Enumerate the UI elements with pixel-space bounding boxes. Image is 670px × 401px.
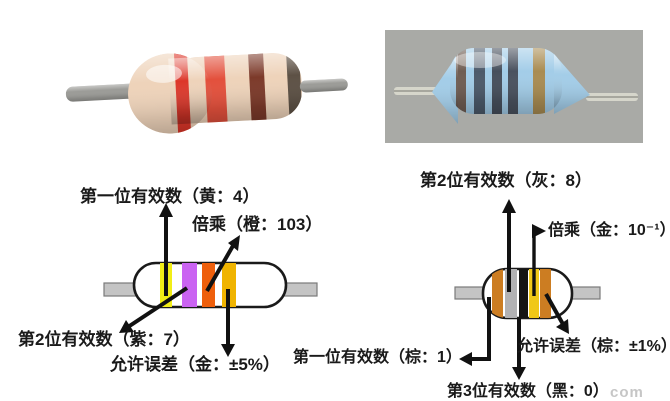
diagram-left-arrows	[119, 203, 240, 357]
resistor-diagram-right	[454, 199, 601, 380]
band-black	[519, 269, 528, 318]
resistor-photo-left	[65, 51, 348, 136]
diagram-left-lead-left	[103, 282, 138, 297]
band-brown-1	[492, 269, 503, 318]
resistor-body-left-photo	[128, 51, 304, 136]
resistor-body-right-photo	[432, 48, 590, 124]
label-right-digit2: 第2位有效数（灰：8）	[420, 171, 592, 190]
label-left-digit2: 第2位有效数（紫：7）	[18, 330, 190, 349]
band-violet	[182, 263, 197, 307]
resistor-photo-right	[385, 30, 643, 143]
label-right-digit3: 第3位有效数（黑：0）	[447, 383, 609, 400]
label-right-tolerance: 允许误差（棕：±1%）	[517, 338, 670, 355]
label-left-multiplier: 倍乘（橙：103）	[192, 215, 323, 234]
band-gold	[222, 263, 236, 307]
watermark-text: com	[610, 384, 644, 401]
diagram-right-lead-left	[454, 286, 485, 300]
label-left-tolerance: 允许误差（金：±5%）	[110, 355, 280, 374]
band-brown-2	[540, 269, 551, 318]
diagram-right-arrows	[459, 199, 569, 380]
diagram-right-lead-right	[570, 286, 601, 300]
label-right-digit1: 第一位有效数（棕：1）	[293, 349, 462, 366]
resistor-diagram-left	[103, 203, 318, 357]
right-lead-shade	[299, 78, 348, 93]
diagram-left-lead-right	[283, 282, 318, 297]
label-left-digit1: 第一位有效数（黄：4）	[80, 187, 260, 206]
label-right-multiplier: 倍乘（金：10⁻¹）	[548, 222, 670, 239]
